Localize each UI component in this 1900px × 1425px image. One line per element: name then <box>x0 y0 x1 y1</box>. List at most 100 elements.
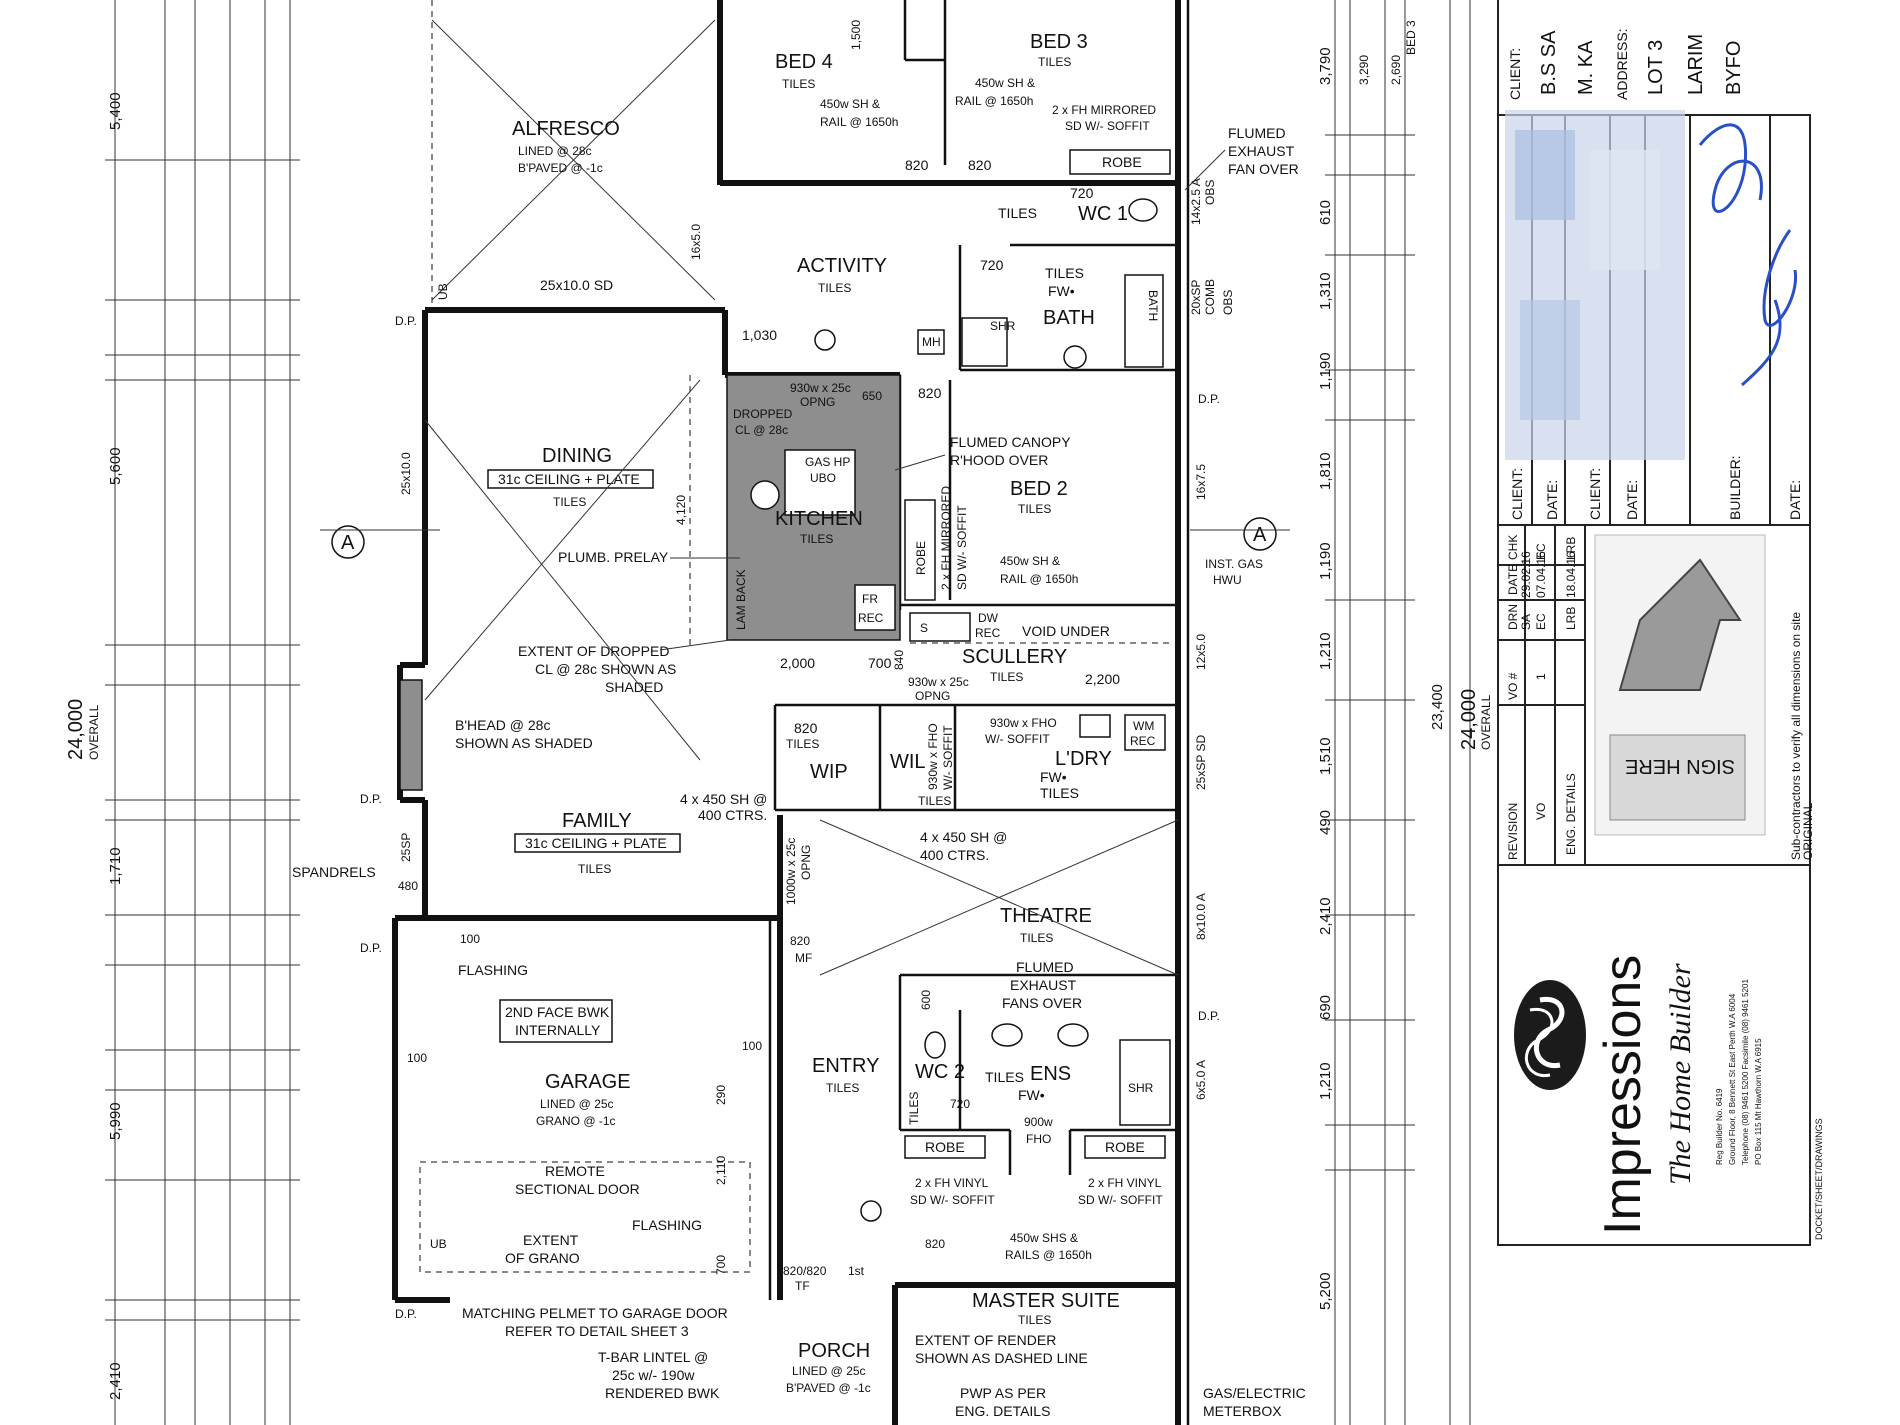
tb-brand: Impressions <box>1594 955 1652 1235</box>
right-dim-490: 490 <box>1317 810 1334 835</box>
garage-note1: LINED @ 25c <box>540 1097 614 1111</box>
scullery-dw: DW <box>978 611 999 625</box>
right-dim-610: 610 <box>1317 200 1334 225</box>
entry-tf: TF <box>795 1279 810 1293</box>
garage-bwk1: 2ND FACE BWK <box>505 1004 610 1020</box>
garage-dim-2110: 2,110 <box>714 1156 728 1185</box>
sign-here-text: SIGN HERE <box>1625 755 1735 777</box>
section-marker-left-label: A <box>341 532 355 554</box>
entry-dim-820b: 820 <box>925 1237 945 1251</box>
inst-gas-line2: HWU <box>1213 573 1242 587</box>
entry-mf: MF <box>795 951 812 965</box>
bed4-finish: TILES <box>782 77 815 91</box>
master-robe-left: ROBE <box>925 1139 965 1155</box>
section-marker-right-label: A <box>1253 524 1267 546</box>
left-dim-5990: 5,990 <box>107 1102 124 1140</box>
tb-rev-r3-c4: 29.02.16 <box>1519 551 1533 598</box>
right-dim-2410: 2,410 <box>1317 897 1334 935</box>
tb-rev-r2-c3: LRB <box>1564 607 1578 630</box>
bed3-robe-note2: RAIL @ 1650h <box>955 94 1033 108</box>
porch-note1: LINED @ 25c <box>792 1364 866 1378</box>
bed2-robe-note2: RAIL @ 1650h <box>1000 572 1078 586</box>
tb-address-2: LARIM <box>1685 34 1707 95</box>
bed4-dim-1500: 1,500 <box>849 20 863 50</box>
wc2-dim-600: 600 <box>919 990 933 1010</box>
bhead-line2: SHOWN AS SHADED <box>455 735 593 751</box>
family-finish: TILES <box>578 862 611 876</box>
bed2-wardrobe2: SD W/- SOFFIT <box>955 505 969 590</box>
tb-rev-header-revision: REVISION <box>1506 803 1520 860</box>
wc1-tiles: TILES <box>998 205 1037 221</box>
ens-tiles: TILES <box>985 1069 1024 1085</box>
laundry-fho: 930w x FHO <box>990 716 1057 730</box>
ens-name: ENS <box>1030 1063 1071 1085</box>
theatre-finish: TILES <box>1020 931 1053 945</box>
wall-label-3: 20xSP <box>1189 280 1203 315</box>
spandrels-note: SPANDRELS <box>292 864 376 880</box>
wall-label-4: 16x7.5 <box>1194 464 1208 500</box>
kitchen-lam: LAM BACK <box>734 569 748 630</box>
wil-fho: 930w x FHO <box>926 723 940 790</box>
left-dim-5600: 5,600 <box>107 447 124 485</box>
right-dp-b: D.P. <box>1198 1009 1220 1023</box>
garage-flashing: FLASHING <box>632 1217 702 1233</box>
left-dim-1710: 1,710 <box>107 847 124 885</box>
scullery-dim-700: 700 <box>868 655 892 671</box>
tb-tagline: The Home Builder <box>1664 963 1697 1185</box>
right-bed-dim-b: 2,690 <box>1389 55 1403 85</box>
wall-label-2: OBS <box>1203 180 1217 205</box>
wip-name: WIP <box>810 761 848 783</box>
left-dim-2410: 2,410 <box>107 1362 124 1400</box>
dim-480: 480 <box>398 879 418 893</box>
canopy-line1: FLUMED CANOPY <box>950 434 1071 450</box>
tb-client-1: B.S SA <box>1538 30 1560 95</box>
kitchen-dropped2: CL @ 28c <box>735 423 788 437</box>
title-block: CLIENT: B.S SA M. KA ADDRESS: LOT 3 LARI… <box>1497 0 1824 1246</box>
tb-rev-r3-c3: SA <box>1519 614 1533 630</box>
wc2-tiles: TILES <box>907 1092 921 1125</box>
scullery-sink: S <box>920 621 928 635</box>
tb-rev-r1-c3: EC <box>1534 613 1548 630</box>
tbar-line2: 25c w/- 190w <box>612 1367 695 1383</box>
dining-name: DINING <box>542 445 612 467</box>
inst-gas-line1: INST. GAS <box>1205 557 1263 571</box>
master-pwp2: ENG. DETAILS <box>955 1403 1050 1419</box>
sp25-label: 25SP <box>399 833 413 862</box>
kitchen-room: DROPPED CL @ 28c GAS HP UBO KITCHEN TILE… <box>726 374 942 641</box>
family-opng-b: OPNG <box>799 845 813 880</box>
right-dp-a: D.P. <box>1198 392 1220 406</box>
tb-rev-r2-c1: ENG. DETAILS <box>1564 773 1578 855</box>
wall-label-comb: COMB <box>1203 279 1217 315</box>
garage-door2: SECTIONAL DOOR <box>515 1181 640 1197</box>
family-sh4-line1: 4 x 450 SH @ <box>680 791 767 807</box>
bath-tiles: TILES <box>1045 265 1084 281</box>
left-dimension-lines: 5,400 5,600 1,710 5,990 2,410 24,000 OVE… <box>65 0 300 1425</box>
tb-rev-r1-c4: 07.04.16 <box>1534 551 1548 598</box>
alfresco-ub-label: UB <box>436 283 450 300</box>
family-name: FAMILY <box>562 810 632 832</box>
theatre-fans3: FANS OVER <box>1002 995 1082 1011</box>
ens-shr: SHR <box>1128 1081 1154 1095</box>
scullery-void: VOID UNDER <box>1022 623 1110 639</box>
plumb-note: PLUMB. PRELAY <box>558 549 669 565</box>
extent-line3: SHADED <box>605 679 663 695</box>
right-dimension-lines: 3,790 610 1,310 1,190 1,810 1,190 1,210 … <box>1317 0 1493 1425</box>
tb-sig-date-1: DATE: <box>1544 480 1560 520</box>
dp-label-c: D.P. <box>395 1307 417 1321</box>
right-bed-dim-a: 3,290 <box>1357 55 1371 85</box>
tb-drawing-ref: DOCKET/SHEET/DRAWINGS <box>1814 1118 1824 1240</box>
activity-room: ACTIVITY TILES 1,030 MH <box>742 255 945 355</box>
wip-tiles: TILES <box>786 737 819 751</box>
bath-name: BATH <box>1043 307 1095 329</box>
right-dim-3790: 3,790 <box>1317 47 1334 85</box>
master-vinyl-left2: SD W/- SOFFIT <box>910 1193 995 1207</box>
bath-fw: FW• <box>1048 283 1075 299</box>
section-marker-right: A <box>1190 517 1290 551</box>
left-overall-dim: 24,000 <box>65 699 87 760</box>
master-robe-right: ROBE <box>1105 1139 1145 1155</box>
master-render2: SHOWN AS DASHED LINE <box>915 1350 1088 1366</box>
bath-shr: SHR <box>990 319 1016 333</box>
wil-room: WIL TILES 930w x FHO W/- SOFFIT <box>890 723 955 808</box>
alfresco-area: ALFRESCO LINED @ 28c B'PAVED @ -1c 25x10… <box>431 0 716 310</box>
right-overall-label: OVERALL <box>1479 694 1493 750</box>
